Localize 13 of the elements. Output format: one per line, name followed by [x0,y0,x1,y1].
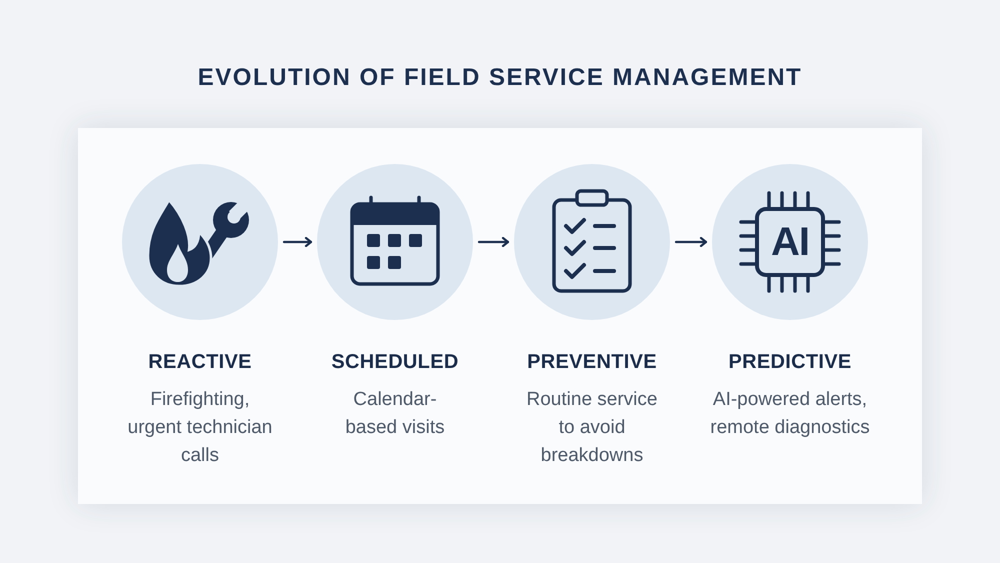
stage-description: Routine service to avoid breakdowns [526,388,658,468]
stage-heading: PREDICTIVE [728,350,852,374]
arrow [674,236,708,248]
chip-label: AI [771,222,809,262]
arrow [282,236,312,248]
stage-description: Firefighting, urgent technician calls [126,388,274,468]
stage-heading: PREVENTIVE [527,350,657,374]
stage-heading: REACTIVE [148,350,252,374]
arrow [478,236,510,248]
diagram-title: EVOLUTION OF FIELD SERVICE MANAGEMENT [198,63,802,93]
stage-heading: SCHEDULED [331,350,459,374]
stage-description: Calendar-based visits [344,388,446,440]
stage-description: AI-powered alerts, remote diagnostics [709,388,871,440]
